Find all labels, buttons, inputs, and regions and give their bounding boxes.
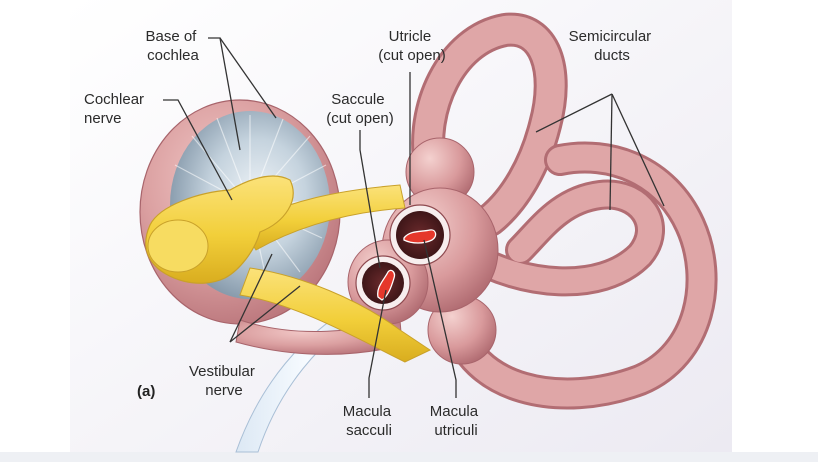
leader-semicircular-right (611, 93, 665, 207)
leader-macula-sacculi (368, 289, 387, 398)
leader-vestibular-upper (229, 253, 273, 343)
label-utricle: Utricle (cut open) (378, 28, 446, 64)
label-saccule: Saccule (cut open) (326, 91, 394, 127)
label-vestibular-nerve: Vestibular nerve (189, 363, 259, 399)
leader-semicircular-upper (535, 93, 613, 133)
label-macula-utriculi: Macula utriculi (430, 403, 483, 439)
label-semicircular-ducts: Semicircular ducts (569, 28, 656, 64)
leader-cochlear-nerve (163, 99, 233, 201)
label-cochlear-nerve: Cochlear nerve (84, 91, 148, 127)
macula-utriculi-shape (403, 229, 437, 244)
label-macula-sacculi: Macula sacculi (343, 403, 396, 439)
leader-vestibular-lower (229, 285, 301, 343)
semicircular-duct-lateral-inner (458, 182, 662, 294)
label-base-of-cochlea: Base of cochlea (145, 28, 200, 64)
semicircular-duct-posterior-inner (442, 144, 715, 407)
cochlear-nerve-cut-end (147, 219, 209, 273)
leader-base-of-cochlea-right (219, 37, 277, 119)
leader-macula-utriculi (423, 239, 457, 398)
leader-saccule (359, 130, 381, 269)
leader-semicircular-mid (609, 93, 613, 211)
macula-sacculi-shape (377, 269, 396, 301)
leader-lines (163, 37, 665, 398)
panel-label: (a) (137, 383, 155, 400)
bottom-divider (0, 452, 818, 462)
vestibular-nerve-lower (239, 267, 432, 363)
semicircular-duct-anterior-inner (414, 15, 565, 234)
